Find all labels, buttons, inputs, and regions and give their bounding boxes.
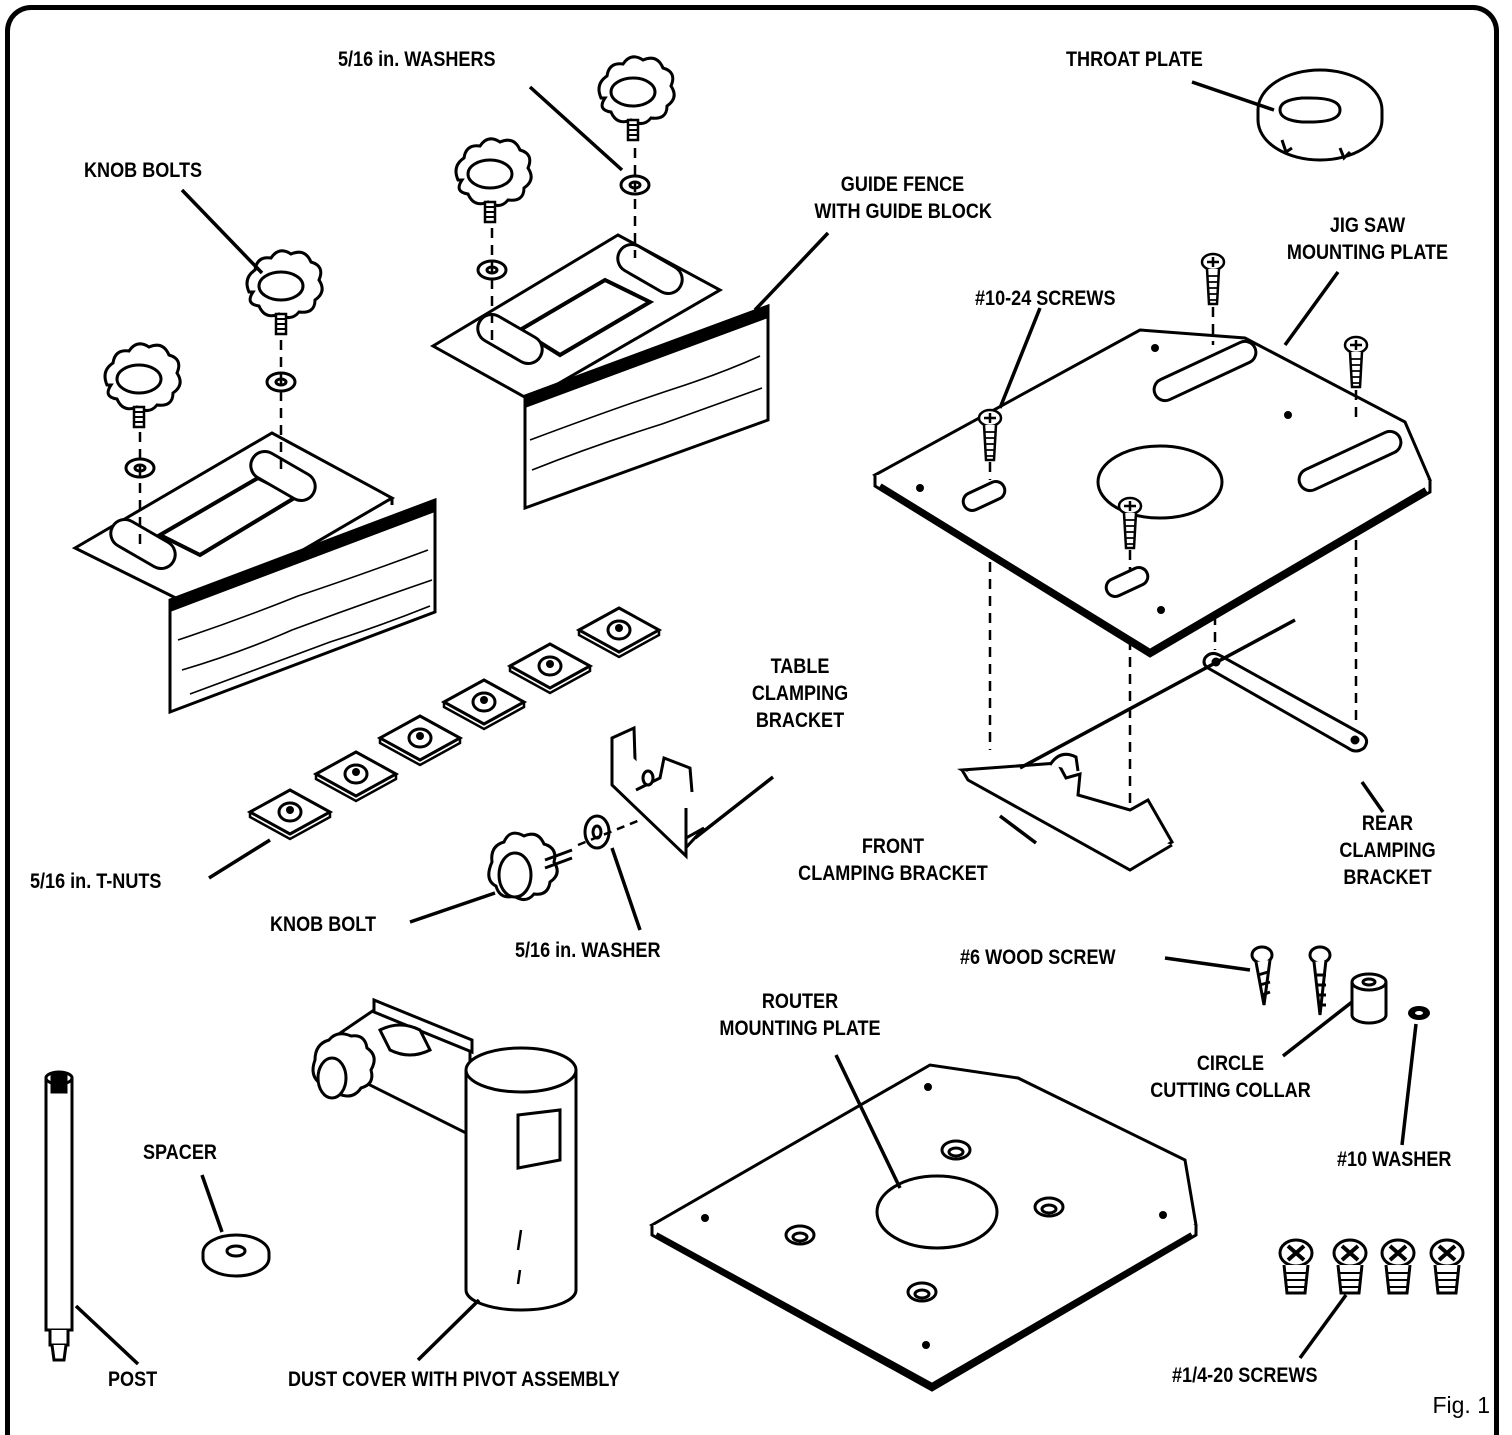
diagram-frame [5,5,1499,1435]
label-post: POST [108,1368,158,1391]
label-throat-plate: THROAT PLATE [1066,48,1203,71]
label-wood-screw: #6 WOOD SCREW [960,946,1116,969]
label-washers-516: 5/16 in. WASHERS [338,48,496,71]
label-guide-fence: GUIDE FENCE WITH GUIDE BLOCK [814,173,992,223]
guide-fence-upper [430,233,770,511]
label-knob-bolt: KNOB BOLT [270,913,377,936]
label-jig-saw-plate: JIG SAW MOUNTING PLATE [1286,214,1449,264]
router-mounting-plate [648,1063,1198,1392]
knob-bolt-single [487,814,611,901]
label-router-plate: ROUTER MOUNTING PLATE [719,990,881,1040]
jig-saw-mounting-plate [872,328,1432,658]
post [44,1070,74,1362]
throat-plate [1256,68,1384,162]
label-circle-cutting-collar: CIRCLE CUTTING COLLAR [1150,1052,1311,1102]
washer-10 [1408,1006,1430,1020]
circle-cutting-collar [1350,972,1388,1025]
label-spacer: SPACER [143,1141,217,1164]
dashed-guides-left [138,148,637,550]
label-screws-1024: #10-24 SCREWS [975,287,1116,310]
dashed-guides-right [988,307,1358,835]
leader-lines [74,80,1418,1366]
label-table-clamping-bracket: TABLE CLAMPING BRACKET [751,655,849,732]
label-washer-10: #10 WASHER [1337,1148,1452,1171]
label-dust-cover: DUST COVER WITH PIVOT ASSEMBLY [288,1368,620,1391]
label-washer-516: 5/16 in. WASHER [515,939,661,962]
label-tnuts: 5/16 in. T-NUTS [30,870,162,893]
front-clamping-bracket [957,752,1175,872]
label-screws-1420: #1/4-20 SCREWS [1172,1364,1318,1387]
label-rear-clamping-bracket: REAR CLAMPING BRACKET [1339,812,1436,889]
table-clamping-bracket [610,725,706,860]
spacer [201,1233,271,1278]
dust-cover-assembly [311,997,578,1312]
guide-fence-left [71,431,437,715]
rear-clamping-bracket [1202,651,1369,753]
label-front-clamping-bracket: FRONT CLAMPING BRACKET [798,835,988,885]
quarter-20-screws [1278,1238,1465,1295]
label-knob-bolts: KNOB BOLTS [84,159,203,182]
figure-number: Fig. 1 [1432,1392,1490,1418]
wood-screws [1250,945,1332,1016]
